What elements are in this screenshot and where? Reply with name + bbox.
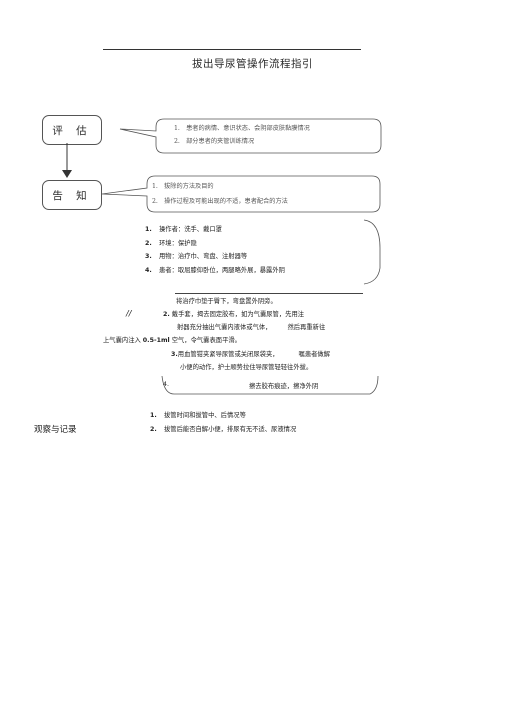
flow-arrow [62, 143, 72, 178]
prep-text: 用物：治疗巾、弯盘、注射器等 [159, 253, 248, 260]
procedure-step-2-line-3: 上气囊内注入 0.5-1ml 空气，令气囊表面平滑。 [103, 335, 241, 344]
prep-num: 4. [145, 267, 152, 274]
step-3-text-b: 嘱患者做解 [298, 351, 331, 358]
step-2-text-d: 空气，令气囊表面平滑。 [171, 337, 241, 344]
procedure-mark: // [126, 309, 132, 318]
assess-item-1: 1. 患者的病情、意识状态、会阴部皮肤黏膜情况 [174, 125, 310, 132]
assess-bubble [119, 118, 382, 154]
prep-text: 患者：取屈膝仰卧位，两腿略外展，暴露外阴 [159, 267, 285, 274]
prep-text: 环境：保护隐 [159, 240, 197, 247]
procedure-step-3-line-1: 3.用血管钳夹紧导尿管或关闭尿袋夹， 嘱患者做解 [171, 349, 330, 358]
prep-text: 操作者：洗手、戴口罩 [159, 226, 222, 233]
step-2-text-b: 然后再重新往 [287, 324, 326, 331]
header-rule [103, 49, 361, 50]
prep-item-1: 1. 操作者：洗手、戴口罩 [145, 224, 222, 233]
observe-num: 1. [150, 412, 157, 419]
prep-num: 2. [145, 240, 152, 247]
procedure-step-2-line-2: 射器充分抽出气囊内液体或气体， 然后再重新往 [177, 322, 325, 331]
step-2-text-c: 上气囊内注入 [103, 337, 141, 344]
inform-item-2: 2. 操作过程及可能出现的不适，患者配合的方法 [152, 198, 288, 205]
step-3-num: 3. [171, 351, 178, 358]
prep-num: 3. [145, 253, 152, 260]
step-2-dose: 0.5-1ml [142, 337, 170, 344]
step-4-text: 擦去胶布痕迹，擦净外阴 [249, 383, 319, 390]
observe-item-1: 1. 拔管时间和拔管中、后情况等 [150, 410, 246, 419]
step-4-bubble [161, 375, 379, 395]
step-2-text-a: 射器充分抽出气囊内液体或气体， [177, 324, 272, 331]
prep-num: 1. [145, 226, 152, 233]
step-3-text-a: 用血管钳夹紧导尿管或关闭尿袋夹， [177, 351, 279, 358]
procedure-step-1: 将治疗巾垫于臀下，弯盘置外阴旁。 [176, 298, 277, 305]
procedure-rule [175, 293, 363, 294]
inform-item-1: 1. 拔除的方法及目的 [152, 183, 214, 190]
step-4-num: 4. [163, 381, 170, 388]
assess-box: 评 估 [42, 115, 102, 145]
observe-num: 2. [150, 426, 157, 433]
step-2-text: 戴手套，揭去固定胶布，如为气囊尿管，先用注 [171, 311, 305, 318]
prep-item-3: 3. 用物：治疗巾、弯盘、注射器等 [145, 251, 247, 260]
inform-bubble [101, 175, 381, 213]
prep-item-2: 2. 环境：保护隐 [145, 238, 197, 247]
inform-label: 告 知 [52, 189, 92, 202]
observe-item-2: 2. 拔管后能否自解小便，排尿有无不适、尿液情况 [150, 424, 296, 433]
observe-text: 拔管时间和拔管中、后情况等 [164, 412, 246, 419]
prep-bracket [363, 219, 381, 285]
procedure-step-2-line-1: 2. 戴手套，揭去固定胶布，如为气囊尿管，先用注 [163, 309, 304, 318]
observe-text: 拔管后能否自解小便，排尿有无不适、尿液情况 [164, 426, 297, 433]
assess-label: 评 估 [52, 124, 92, 137]
step-2-num: 2. [163, 311, 170, 318]
inform-box: 告 知 [42, 180, 102, 210]
procedure-step-3-line-2: 小便的动作，护士顺势拉住导尿管轻轻往外拔。 [180, 364, 313, 371]
page-title: 拔出导尿管操作流程指引 [192, 58, 313, 70]
assess-item-2: 2. 部分患者的夹管训练情况 [174, 138, 255, 145]
prep-item-4: 4. 患者：取屈膝仰卧位，两腿略外展，暴露外阴 [145, 265, 285, 274]
observe-label: 观察与记录 [34, 425, 77, 435]
